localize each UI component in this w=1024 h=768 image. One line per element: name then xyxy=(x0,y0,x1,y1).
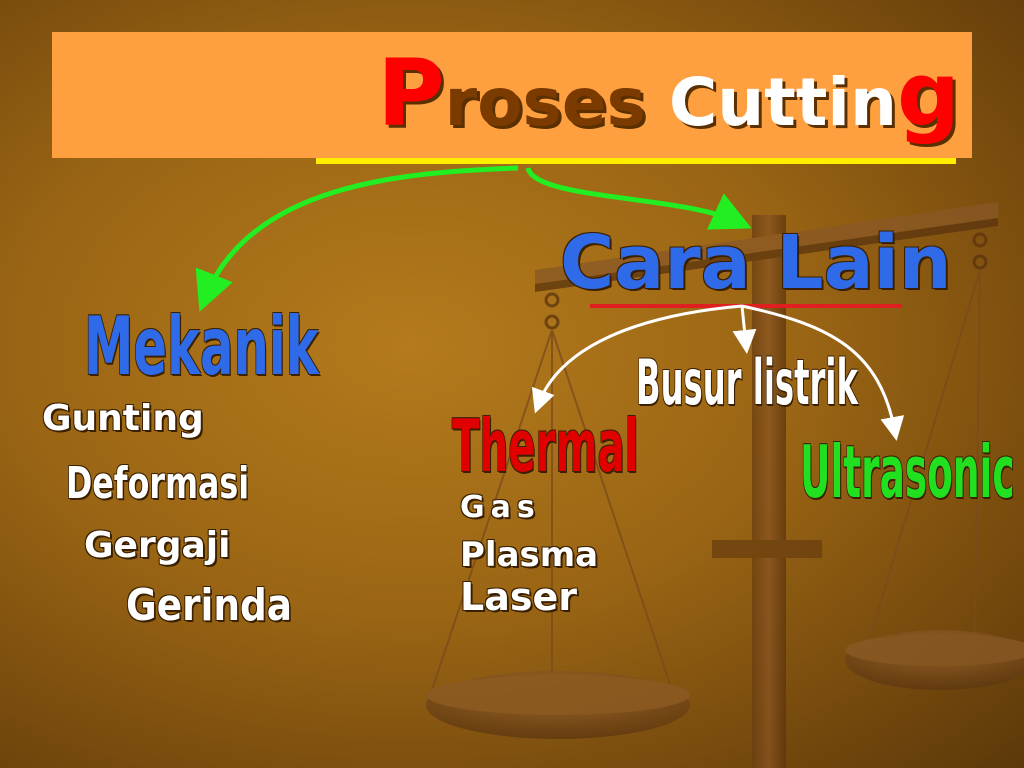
title-letter-g: g xyxy=(897,43,960,146)
arrow-to-ultrasonic xyxy=(741,304,905,441)
title-box xyxy=(52,32,972,158)
ultrasonic-label: Ultrasonic xyxy=(800,430,1015,514)
thermal-item-plasma: Plasma xyxy=(460,535,599,575)
title-letter-p: P xyxy=(377,40,445,147)
arrow-to-busur xyxy=(732,305,757,354)
arrow-to-thermal xyxy=(531,304,743,414)
cara-lain-label: Cara Lain xyxy=(560,220,952,306)
mekanik-item-gerinda: Gerinda xyxy=(126,580,292,631)
page-title: Proses Cutting xyxy=(377,40,960,147)
thermal-item-laser: Laser xyxy=(460,575,577,619)
arrow-to-cara-lain xyxy=(525,166,752,230)
title-cuttin: Cuttin xyxy=(668,64,897,141)
busur-listrik-label: Busur listrik xyxy=(636,346,858,419)
mekanik-item-gergaji: Gergaji xyxy=(84,525,231,566)
title-underline xyxy=(316,158,956,164)
mekanik-label: Mekanik xyxy=(84,300,319,393)
thermal-label: Thermal xyxy=(452,404,639,488)
title-roses: roses xyxy=(444,64,669,141)
mekanik-item-gunting: Gunting xyxy=(42,398,204,439)
thermal-item-gas: Gas xyxy=(460,490,541,525)
arrow-to-mekanik xyxy=(195,165,519,312)
mekanik-item-deformasi: Deformasi xyxy=(66,458,250,509)
